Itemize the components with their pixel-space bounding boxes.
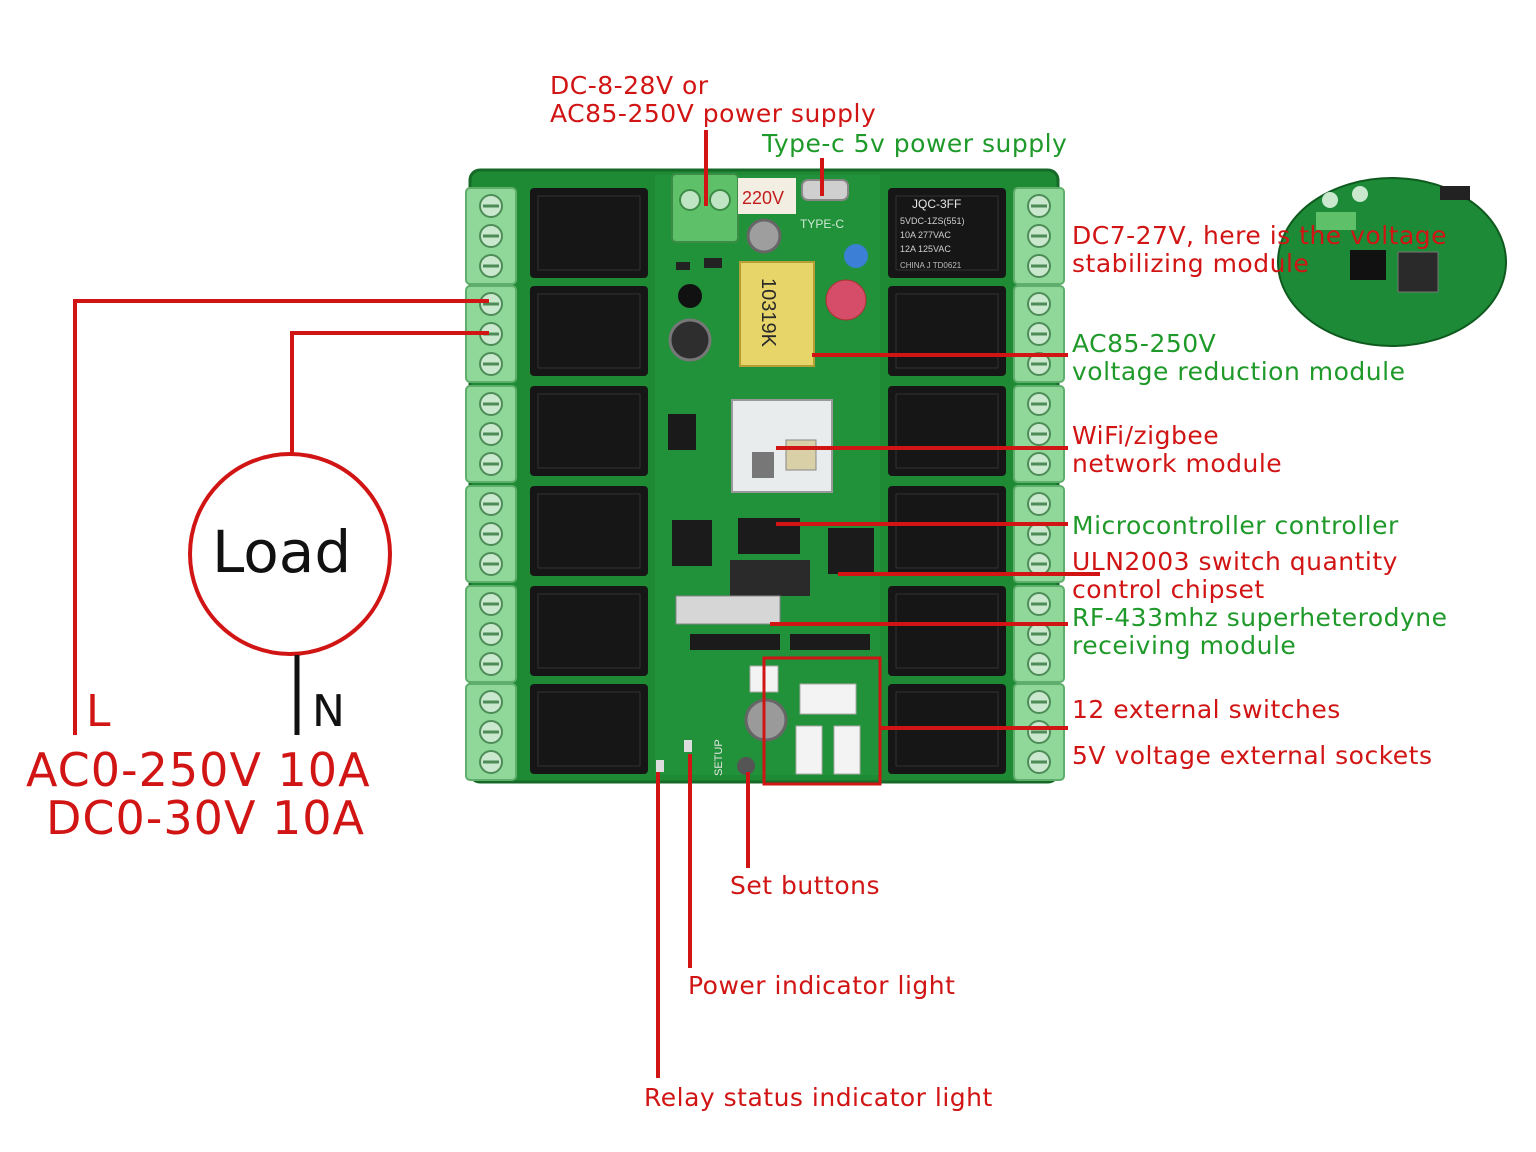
callout-lines — [656, 130, 1100, 1078]
rating-ac: AC0-250V 10A — [26, 743, 371, 797]
rf-label-2: receiving module — [1072, 631, 1297, 660]
typec-marking: TYPE-C — [800, 217, 844, 231]
typec-port — [801, 179, 849, 201]
rf-label-1: RF-433mhz superheterodyne — [1072, 603, 1448, 632]
mcu-label: Microcontroller controller — [1072, 511, 1399, 540]
relay-origin: CHINA J TD0621 — [900, 261, 962, 270]
ext-switches-label: 12 external switches — [1072, 695, 1341, 724]
reduction-label-1: AC85-250V — [1072, 329, 1217, 358]
set-buttons-label: Set buttons — [730, 871, 880, 900]
sockets-label: 5V voltage external sockets — [1072, 741, 1433, 770]
uln-label-2: control chipset — [1072, 575, 1265, 604]
relay-spec1: 5VDC-1ZS(551) — [900, 216, 965, 226]
rf-module — [675, 595, 781, 625]
voltage-badge: 220V — [742, 188, 784, 208]
live-label: L — [86, 686, 111, 737]
stabilizer-label-2: stabilizing module — [1072, 249, 1310, 278]
setup-marking: SETUP — [713, 739, 725, 776]
typec-supply-label: Type-c 5v power supply — [762, 129, 1068, 158]
neutral-label: N — [312, 686, 345, 737]
uln-chip — [828, 528, 874, 574]
relay-spec2: 10A 277VAC — [900, 230, 951, 240]
relay-light-label: Relay status indicator light — [644, 1083, 993, 1112]
transformer-code: 10319K — [757, 278, 779, 348]
relay-marking: JQC-3FF — [912, 197, 961, 211]
uln-label-1: ULN2003 switch quantity — [1072, 547, 1398, 576]
wifi-label-1: WiFi/zigbee — [1072, 421, 1220, 450]
sockets-highlight — [762, 656, 882, 786]
stabilizer-label-1: DC7-27V, here is the voltage — [1072, 221, 1448, 250]
power-supply-label-2: AC85-250V power supply — [550, 99, 877, 128]
load-circle — [188, 452, 392, 656]
load-wiring — [73, 299, 489, 735]
reduction-label-2: voltage reduction module — [1072, 357, 1406, 386]
power-supply-label-1: DC-8-28V or — [550, 71, 709, 100]
stabilizer-inset — [1277, 177, 1507, 347]
wifi-label-2: network module — [1072, 449, 1283, 478]
setup-button — [737, 757, 755, 775]
load-label: Load — [212, 518, 352, 586]
rating-dc: DC0-30V 10A — [46, 791, 366, 845]
relay-spec3: 12A 125VAC — [900, 244, 951, 254]
transformer — [739, 261, 815, 367]
power-light-label: Power indicator light — [688, 971, 956, 1000]
